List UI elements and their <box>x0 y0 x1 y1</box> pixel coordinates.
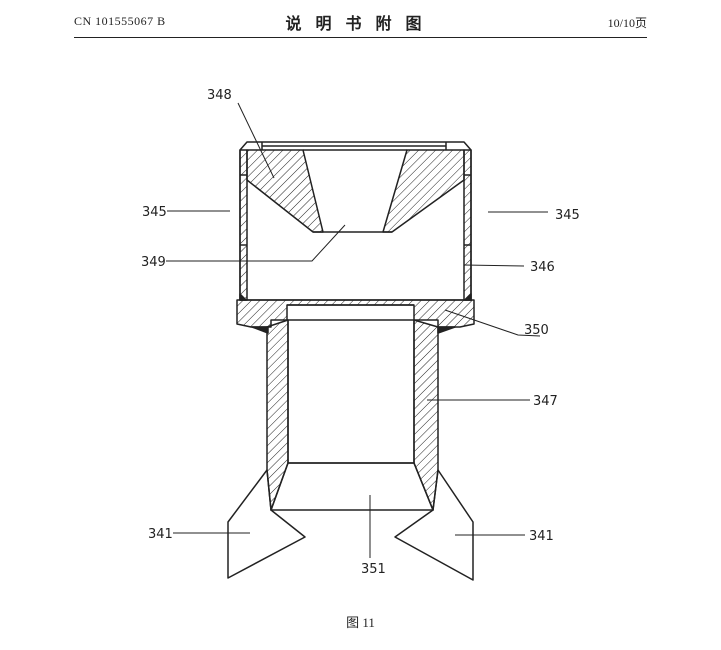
cap-right-wall <box>463 149 472 301</box>
leg-left <box>227 469 306 579</box>
label-350: 350 <box>524 323 549 338</box>
label-341-left: 341 <box>148 527 173 542</box>
label-345-right: 345 <box>555 208 580 223</box>
header-rule <box>74 37 647 38</box>
label-349: 349 <box>141 255 166 270</box>
label-351: 351 <box>361 562 386 577</box>
cap-left-wall <box>239 149 248 301</box>
label-346: 346 <box>530 260 555 275</box>
section-title: 说明书附图 <box>285 14 436 33</box>
tube-left-wall <box>266 319 289 511</box>
page-indicator: 10/10页 <box>607 16 647 30</box>
tube-right-wall <box>413 319 439 511</box>
leader-346 <box>463 264 525 267</box>
leader-350 <box>444 309 541 337</box>
publication-number: CN 101555067 B <box>74 14 166 28</box>
leg-right <box>394 469 474 581</box>
label-347: 347 <box>533 394 558 409</box>
label-345-left: 345 <box>142 205 167 220</box>
nozzle-outlet <box>270 462 434 511</box>
leader-349 <box>166 224 346 262</box>
leader-348 <box>237 102 275 179</box>
flange <box>236 299 475 328</box>
label-341-right: 341 <box>529 529 554 544</box>
figure-caption: 图 11 <box>346 615 375 630</box>
label-348: 348 <box>207 88 232 103</box>
funnel-right <box>382 149 465 233</box>
funnel-left <box>246 149 324 233</box>
